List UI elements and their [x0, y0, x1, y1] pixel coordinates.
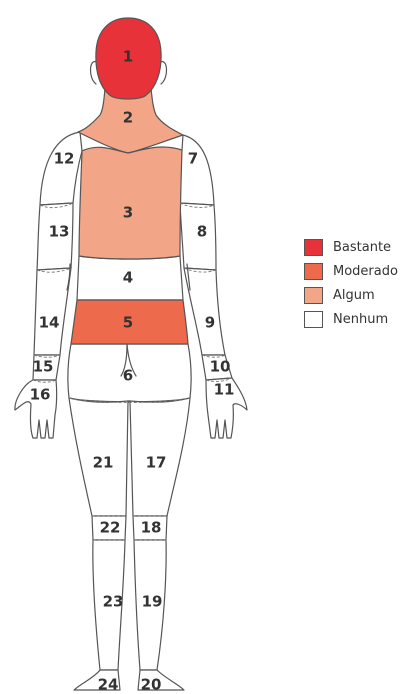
region-number-11: 11 [214, 381, 235, 399]
legend-label-moderado: Moderado [333, 264, 398, 279]
region-number-18: 18 [141, 519, 162, 537]
legend-label-bastante: Bastante [333, 240, 391, 255]
body-region-14[interactable] [34, 268, 71, 355]
legend-swatch-nenhum [304, 311, 323, 328]
legend-swatch-algum [304, 287, 323, 304]
region-number-6: 6 [123, 367, 133, 385]
legend-label-algum: Algum [333, 288, 375, 303]
legend-item-nenhum: Nenhum [304, 308, 419, 331]
legend-item-bastante: Bastante [304, 236, 419, 259]
body-map: 1 2 3 4 5 6 7 8 9 10 11 12 13 14 15 16 1… [0, 0, 300, 694]
region-number-10: 10 [210, 358, 231, 376]
region-number-17: 17 [146, 454, 167, 472]
legend-swatch-bastante [304, 239, 323, 256]
region-number-9: 9 [205, 314, 215, 332]
region-number-19: 19 [142, 593, 163, 611]
region-number-8: 8 [197, 223, 207, 241]
legend-item-algum: Algum [304, 284, 419, 307]
region-number-4: 4 [123, 269, 133, 287]
region-number-24: 24 [98, 676, 119, 694]
region-number-22: 22 [100, 519, 121, 537]
legend-swatch-moderado [304, 263, 323, 280]
region-number-3: 3 [123, 204, 133, 222]
region-number-1: 1 [123, 48, 133, 66]
body-region-12[interactable] [40, 132, 82, 205]
region-number-16: 16 [30, 386, 51, 404]
region-number-21: 21 [93, 454, 114, 472]
region-number-7: 7 [188, 150, 198, 168]
legend: Bastante Moderado Algum Nenhum [304, 236, 419, 332]
region-number-2: 2 [123, 109, 133, 127]
region-number-5: 5 [123, 314, 133, 332]
region-number-20: 20 [141, 676, 162, 694]
legend-label-nenhum: Nenhum [333, 312, 388, 327]
body-region-9[interactable] [184, 268, 225, 355]
region-number-14: 14 [39, 314, 60, 332]
body-region-7[interactable] [180, 135, 214, 205]
region-number-15: 15 [33, 358, 54, 376]
region-number-13: 13 [49, 223, 70, 241]
region-number-12: 12 [54, 150, 75, 168]
region-number-23: 23 [103, 593, 124, 611]
legend-item-moderado: Moderado [304, 260, 419, 283]
